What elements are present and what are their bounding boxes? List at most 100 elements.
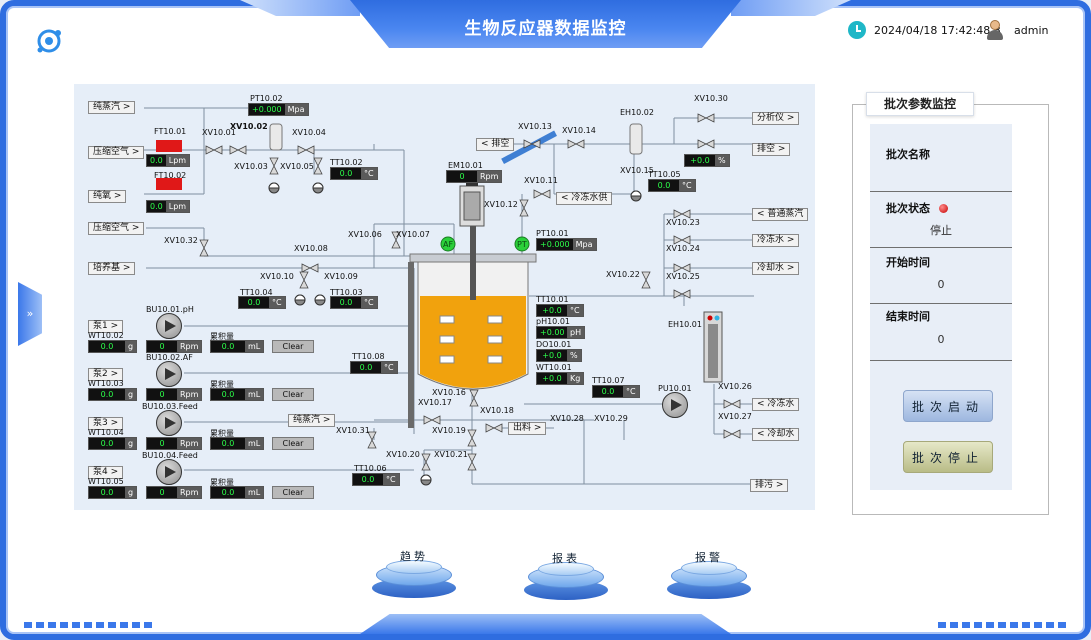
pump-4-icon[interactable] <box>156 459 182 485</box>
valve-xv1032[interactable]: XV10.32 <box>164 236 198 245</box>
pump-1-speed-unit: Rpm <box>177 341 202 352</box>
valve-xv1016[interactable]: XV10.16 <box>432 388 466 397</box>
pump-2-icon[interactable] <box>156 361 182 387</box>
valve-xv1019[interactable]: XV10.19 <box>432 426 466 435</box>
batch-end-label: 结束时间 <box>886 310 930 323</box>
tt1008-value: 0.0 <box>351 362 381 373</box>
valve-xv1027[interactable]: XV10.27 <box>718 412 752 421</box>
valve-xv1024[interactable]: XV10.24 <box>666 244 700 253</box>
valve-xv1007[interactable]: XV10.07 <box>396 230 430 239</box>
out-discharge[interactable]: 出料 > <box>508 422 547 435</box>
valve-xv1020[interactable]: XV10.20 <box>386 450 420 459</box>
tt1001-tag: TT10.01 <box>536 295 569 304</box>
in-chilled-water-supply[interactable]: < 冷冻水供 <box>556 192 613 205</box>
valve-xv1029[interactable]: XV10.29 <box>594 414 628 423</box>
nav-report-label: 报表 <box>552 552 580 565</box>
tt1004-unit: °C <box>269 297 285 308</box>
pump-1-label[interactable]: 泵1 > <box>88 320 124 333</box>
source-medium[interactable]: 培养基 > <box>88 262 136 275</box>
out-vent-left[interactable]: < 排空 <box>476 138 515 151</box>
in-pure-steam-bottom[interactable]: 纯蒸汽 > <box>288 414 336 427</box>
in-chilled-water[interactable]: < 冷冻水 <box>752 398 800 411</box>
valve-xv1023[interactable]: XV10.23 <box>666 218 700 227</box>
out-vent-right[interactable]: 排空 > <box>752 143 791 156</box>
batch-start-button[interactable]: 批次启动 <box>903 390 993 422</box>
nav-alarm[interactable]: 报警 <box>667 549 751 605</box>
pu1001-pump-icon[interactable] <box>662 392 688 418</box>
pump-2-clear-button[interactable]: Clear <box>272 388 314 401</box>
tt1002-value: 0.0 <box>331 168 361 179</box>
user-avatar-icon[interactable] <box>986 20 1004 40</box>
wt1001-unit: Kg <box>567 373 584 384</box>
tt1004-tag: TT10.04 <box>240 288 273 297</box>
in-cooling-water[interactable]: < 冷却水 <box>752 428 800 441</box>
valve-xv1028[interactable]: XV10.28 <box>550 414 584 423</box>
valve-xv1006[interactable]: XV10.06 <box>348 230 382 239</box>
wt1001-value: +0.0 <box>537 373 567 384</box>
tt1005-value: 0.0 <box>649 180 679 191</box>
tt1006-readout: 0.0°C <box>352 473 400 486</box>
out-chilled-water[interactable]: 冷冻水 > <box>752 234 800 247</box>
out-drain[interactable]: 排污 > <box>750 479 789 492</box>
valve-xv1010[interactable]: XV10.10 <box>260 272 294 281</box>
pump-3-icon[interactable] <box>156 410 182 436</box>
pump-1-weight-tag: WT10.02 <box>88 331 124 340</box>
pump-4-clear-button[interactable]: Clear <box>272 486 314 499</box>
footer-stripe-right <box>938 622 1068 628</box>
valve-xv1014[interactable]: XV10.14 <box>562 126 596 135</box>
valve-xv1004[interactable]: XV10.04 <box>292 128 326 137</box>
valve-xv1008[interactable]: XV10.08 <box>294 244 328 253</box>
valve-xv1009[interactable]: XV10.09 <box>324 272 358 281</box>
valve-xv1001[interactable]: XV10.01 <box>202 128 236 137</box>
nav-alarm-label: 报警 <box>695 551 723 564</box>
out-cooling-water[interactable]: 冷却水 > <box>752 262 800 275</box>
pump-1-clear-button[interactable]: Clear <box>272 340 314 353</box>
pump-3-label[interactable]: 泵3 > <box>88 417 124 430</box>
nav-report[interactable]: 报表 <box>524 550 608 606</box>
em1001-value: 0 <box>447 171 477 182</box>
source-pure-steam-1[interactable]: 纯蒸汽 > <box>88 101 136 114</box>
nav-trend[interactable]: 趋势 <box>372 548 456 604</box>
valve-xv1012[interactable]: XV10.12 <box>484 200 518 209</box>
valve-xv1018[interactable]: XV10.18 <box>480 406 514 415</box>
pump-3-tag: BU10.03.Feed <box>142 402 198 411</box>
batch-start-label: 开始时间 <box>886 256 930 269</box>
valve-xv1021[interactable]: XV10.21 <box>434 450 468 459</box>
tt1007-readout: 0.0°C <box>592 385 640 398</box>
valve-xv1002[interactable]: XV10.02 <box>230 122 268 131</box>
valve-xv1011[interactable]: XV10.11 <box>524 176 558 185</box>
source-compressed-air-1[interactable]: 压缩空气 > <box>88 146 145 159</box>
valve-xv1013[interactable]: XV10.13 <box>518 122 552 131</box>
pump-3-clear-button[interactable]: Clear <box>272 437 314 450</box>
pump-4-speed-unit: Rpm <box>177 487 202 498</box>
valve-xv1025[interactable]: XV10.25 <box>666 272 700 281</box>
in-steam[interactable]: < 普通蒸汽 <box>752 208 809 221</box>
tt1008-readout: 0.0°C <box>350 361 398 374</box>
pump-4-tag: BU10.04.Feed <box>142 451 198 460</box>
valve-xv1022[interactable]: XV10.22 <box>606 270 640 279</box>
valve-xv1030[interactable]: XV10.30 <box>694 94 728 103</box>
tt1008-tag: TT10.08 <box>352 352 385 361</box>
valve-xv1017[interactable]: XV10.17 <box>418 398 452 407</box>
do-value: +0.0 <box>537 350 567 361</box>
batch-stop-button[interactable]: 批次停止 <box>903 441 993 473</box>
pump-1-icon[interactable] <box>156 313 182 339</box>
username[interactable]: admin <box>1014 24 1049 37</box>
valve-xv1026[interactable]: XV10.26 <box>718 382 752 391</box>
pump-2-cum-unit: mL <box>245 389 264 400</box>
source-pure-oxygen[interactable]: 纯氧 > <box>88 190 127 203</box>
do-tag: DO10.01 <box>536 340 572 349</box>
pump-2-label[interactable]: 泵2 > <box>88 368 124 381</box>
process-diagram: 纯蒸汽 > 压缩空气 > 纯氧 > 压缩空气 > 培养基 > FT10.01 0… <box>74 84 815 510</box>
valve-xv1005[interactable]: XV10.05 <box>280 162 314 171</box>
pump-2-speed-value: 0 <box>147 389 177 400</box>
out-analyzer[interactable]: 分析仪 > <box>752 112 800 125</box>
header-wing-right <box>731 0 851 16</box>
valve-xv1015[interactable]: XV10.15 <box>620 166 654 175</box>
valve-xv1031[interactable]: XV10.31 <box>336 426 370 435</box>
source-compressed-air-2[interactable]: 压缩空气 > <box>88 222 145 235</box>
pump-4-label[interactable]: 泵4 > <box>88 466 124 479</box>
valve-xv1003[interactable]: XV10.03 <box>234 162 268 171</box>
